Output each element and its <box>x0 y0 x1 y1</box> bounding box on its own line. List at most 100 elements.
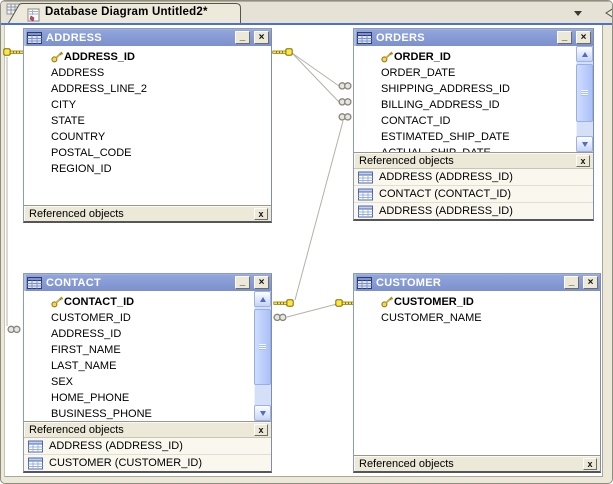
referenced-close-button[interactable]: x <box>576 154 590 167</box>
close-button[interactable]: × <box>254 31 269 44</box>
referenced-object-item[interactable]: CUSTOMER (CUSTOMER_ID) <box>24 454 271 471</box>
scroll-down-button[interactable] <box>254 405 271 421</box>
column-row[interactable]: CUSTOMER_NAME <box>381 310 600 326</box>
scroll-up-button[interactable] <box>576 46 593 62</box>
column-row[interactable]: SEX <box>51 374 254 390</box>
column-row[interactable]: ADDRESS <box>51 65 271 81</box>
scrollbar-thumb[interactable] <box>254 309 271 385</box>
column-name: REGION_ID <box>51 163 112 175</box>
column-row[interactable]: CONTACT_ID <box>51 294 254 310</box>
vertical-scrollbar[interactable] <box>254 291 271 421</box>
column-name: HOME_PHONE <box>51 392 130 404</box>
referenced-objects-bar[interactable]: Referenced objects x <box>24 421 271 437</box>
window-title: ORDERS <box>376 31 425 44</box>
column-row[interactable]: ORDER_ID <box>381 49 576 65</box>
vertical-scrollbar[interactable] <box>576 46 593 152</box>
window-titlebar[interactable]: ADDRESS _ × <box>24 29 271 46</box>
column-row[interactable]: CONTACT_ID <box>381 113 576 129</box>
column-name: STATE <box>51 115 85 127</box>
table-icon <box>358 171 373 183</box>
referenced-object-label: ADDRESS (ADDRESS_ID) <box>379 205 513 217</box>
column-name: ADDRESS_ID <box>51 328 122 340</box>
referenced-objects-label: Referenced objects <box>29 207 124 220</box>
column-row[interactable]: LAST_NAME <box>51 358 254 374</box>
window-title: CUSTOMER <box>376 276 442 289</box>
scrollbar-thumb[interactable] <box>576 64 593 122</box>
referenced-objects-label: Referenced objects <box>359 154 454 167</box>
column-name: BILLING_ADDRESS_ID <box>381 99 500 111</box>
column-name: ADDRESS_LINE_2 <box>51 83 147 95</box>
table-icon <box>357 276 372 289</box>
window-titlebar[interactable]: CUSTOMER _ × <box>354 274 600 291</box>
column-row[interactable]: BUSINESS_PHONE <box>51 406 254 421</box>
column-name: CUSTOMER_ID <box>51 312 131 324</box>
minimize-button[interactable]: _ <box>235 31 250 44</box>
scrollbar-track[interactable] <box>254 307 271 405</box>
close-button[interactable]: × <box>583 276 598 289</box>
referenced-object-item[interactable]: ADDRESS (ADDRESS_ID) <box>354 168 593 185</box>
column-name: CONTACT_ID <box>381 115 451 127</box>
column-name: ADDRESS_ID <box>64 51 135 63</box>
column-row[interactable]: HOME_PHONE <box>51 390 254 406</box>
strip-accent-line <box>1 23 612 25</box>
referenced-object-item[interactable]: ADDRESS (ADDRESS_ID) <box>354 202 593 219</box>
tab-database-diagram[interactable] <box>7 2 245 25</box>
referenced-object-label: ADDRESS (ADDRESS_ID) <box>49 440 183 452</box>
window-title: ADDRESS <box>46 31 102 44</box>
scrollbar-track[interactable] <box>576 62 593 136</box>
referenced-object-item[interactable]: ADDRESS (ADDRESS_ID) <box>24 437 271 454</box>
window-titlebar[interactable]: CONTACT_× <box>24 274 271 291</box>
chevron-down-icon <box>574 10 582 16</box>
column-row[interactable]: ESTIMATED_SHIP_DATE <box>381 129 576 145</box>
column-name: CUSTOMER_ID <box>394 296 474 308</box>
referenced-objects-bar[interactable]: Referenced objects x <box>354 152 593 168</box>
scroll-down-button[interactable] <box>576 136 593 152</box>
close-button[interactable]: × <box>576 31 591 44</box>
column-list: CUSTOMER_ID CUSTOMER_NAME <box>354 291 600 455</box>
column-row[interactable]: ADDRESS_ID <box>51 49 271 65</box>
tab-strip: Database Diagram Untitled2* <box>1 1 612 25</box>
column-row[interactable]: CUSTOMER_ID <box>381 294 600 310</box>
referenced-objects-list: ADDRESS (ADDRESS_ID) CUSTOMER (CUSTOMER_… <box>24 437 271 471</box>
column-name: SEX <box>51 376 74 388</box>
referenced-object-item[interactable]: CONTACT (CONTACT_ID) <box>354 185 593 202</box>
referenced-close-button[interactable]: x <box>583 457 597 470</box>
minimize-button[interactable]: _ <box>564 276 579 289</box>
table-icon <box>28 440 43 452</box>
window-titlebar[interactable]: ORDERS _ × <box>354 29 593 46</box>
minimize-button[interactable]: _ <box>235 276 250 289</box>
referenced-close-button[interactable]: x <box>254 207 268 220</box>
referenced-object-label: CONTACT (CONTACT_ID) <box>379 188 511 200</box>
referenced-object-label: ADDRESS (ADDRESS_ID) <box>379 171 513 183</box>
referenced-objects-label: Referenced objects <box>29 423 124 436</box>
referenced-close-button[interactable]: x <box>254 423 268 436</box>
column-name: POSTAL_CODE <box>51 147 132 159</box>
column-row[interactable]: CITY <box>51 97 271 113</box>
tab-dropdown-button[interactable] <box>570 6 586 20</box>
column-row[interactable]: ADDRESS_LINE_2 <box>51 81 271 97</box>
table-icon <box>27 276 42 289</box>
column-row[interactable]: SHIPPING_ADDRESS_ID <box>381 81 576 97</box>
column-row[interactable]: FIRST_NAME <box>51 342 254 358</box>
column-name: SHIPPING_ADDRESS_ID <box>381 83 510 95</box>
arrow-up-icon <box>581 51 588 57</box>
column-row[interactable]: POSTAL_CODE <box>51 145 271 161</box>
minimize-button[interactable]: _ <box>557 31 572 44</box>
column-row[interactable]: ORDER_DATE <box>381 65 576 81</box>
scroll-up-button[interactable] <box>254 291 271 307</box>
column-row[interactable]: STATE <box>51 113 271 129</box>
referenced-objects-bar[interactable]: Referenced objects x <box>24 205 271 221</box>
column-name: CUSTOMER_NAME <box>381 312 482 324</box>
column-row[interactable]: REGION_ID <box>51 161 271 177</box>
column-row[interactable]: CUSTOMER_ID <box>51 310 254 326</box>
column-row[interactable]: COUNTRY <box>51 129 271 145</box>
column-row[interactable]: BILLING_ADDRESS_ID <box>381 97 576 113</box>
column-row[interactable]: ADDRESS_ID <box>51 326 254 342</box>
close-button[interactable]: × <box>254 276 269 289</box>
tab-title[interactable]: Database Diagram Untitled2* <box>45 6 208 18</box>
column-row[interactable]: ACTUAL_SHIP_DATE <box>381 145 576 152</box>
